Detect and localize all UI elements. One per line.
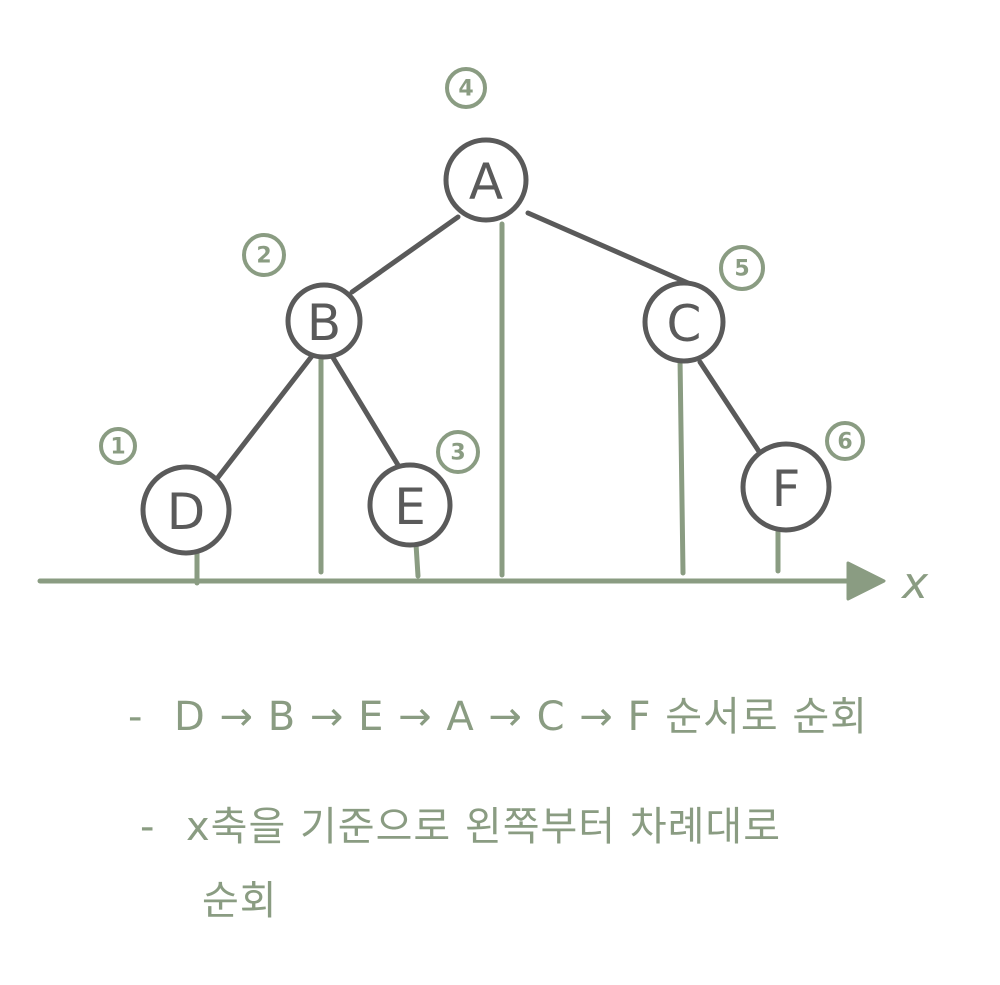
order-label-a: 4 [458,77,473,102]
edge-b-d [213,353,315,483]
order-marker-e: 3 [436,430,480,474]
note-traversal-rule: -x축을 기준으로 왼쪽부터 차례대로 순회 [140,790,781,938]
edge-a-c [525,210,691,286]
node-d-label: D [167,483,206,541]
order-label-b: 2 [256,244,271,269]
x-axis-arrow-icon [846,561,886,601]
order-marker-d: 1 [99,427,137,465]
node-a: A [443,137,529,223]
order-label-e: 3 [450,441,465,466]
edge-a-b [349,214,461,295]
projection-lines [194,221,781,586]
order-label-c: 5 [734,257,749,282]
node-b: B [285,282,363,360]
edge-c-f [697,359,765,459]
note-traversal-sequence: -D → B → E → A → C → F 순서로 순회 [128,680,868,754]
edge-b-e [329,353,401,468]
node-d: D [140,464,232,556]
order-marker-c: 5 [719,245,765,291]
note-bullet: - [128,694,144,740]
node-f-label: F [772,460,801,518]
tree-nodes: A B C D E F [140,137,832,556]
order-marker-f: 6 [825,421,865,461]
order-label-f: 6 [837,430,852,455]
node-a-label: A [469,153,503,211]
order-marker-a: 4 [445,67,487,109]
node-e: E [367,462,453,548]
node-f: F [740,441,832,533]
node-b-label: B [307,294,341,352]
order-marker-b: 2 [242,233,286,277]
tree-edges [213,210,765,483]
order-markers: 4 2 5 1 3 6 [99,67,865,474]
note-line2-continuation: 순회 [202,878,278,924]
x-axis-label: x [900,558,929,609]
drop-line-c [677,355,686,576]
node-e-label: E [394,478,426,536]
note-bullet: - [140,804,156,850]
order-label-d: 1 [110,435,125,460]
note-line2-text: x축을 기준으로 왼쪽부터 차례대로 [186,804,782,850]
node-c: C [642,280,726,364]
note-line1-text: D → B → E → A → C → F 순서로 순회 [174,694,868,740]
x-axis: x [37,558,929,609]
node-c-label: C [667,295,702,353]
drop-line-e [413,541,421,579]
